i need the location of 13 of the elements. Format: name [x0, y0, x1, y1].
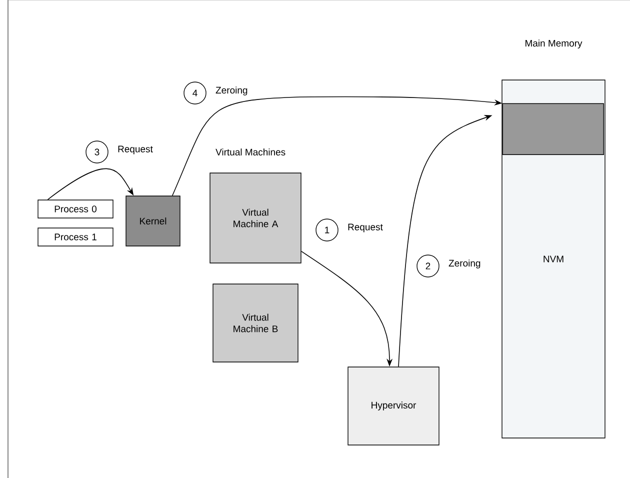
memory-region	[502, 103, 604, 155]
kernel-box: Kernel	[126, 196, 180, 246]
step-label: Request	[348, 224, 383, 232]
step-label: Request	[118, 146, 153, 154]
vm-box: Virtual Machine A	[210, 172, 302, 264]
process-box: Process 0	[38, 200, 114, 218]
hypervisor-box: Hypervisor	[348, 366, 440, 446]
step-label: Zeroing	[216, 86, 248, 96]
process-box: Process 1	[38, 228, 114, 246]
group-label: Virtual Machines	[216, 148, 286, 156]
vm-box: Virtual Machine B	[212, 284, 298, 362]
memory-heading: Main Memory	[526, 40, 582, 48]
step-label: Zeroing	[448, 260, 480, 268]
